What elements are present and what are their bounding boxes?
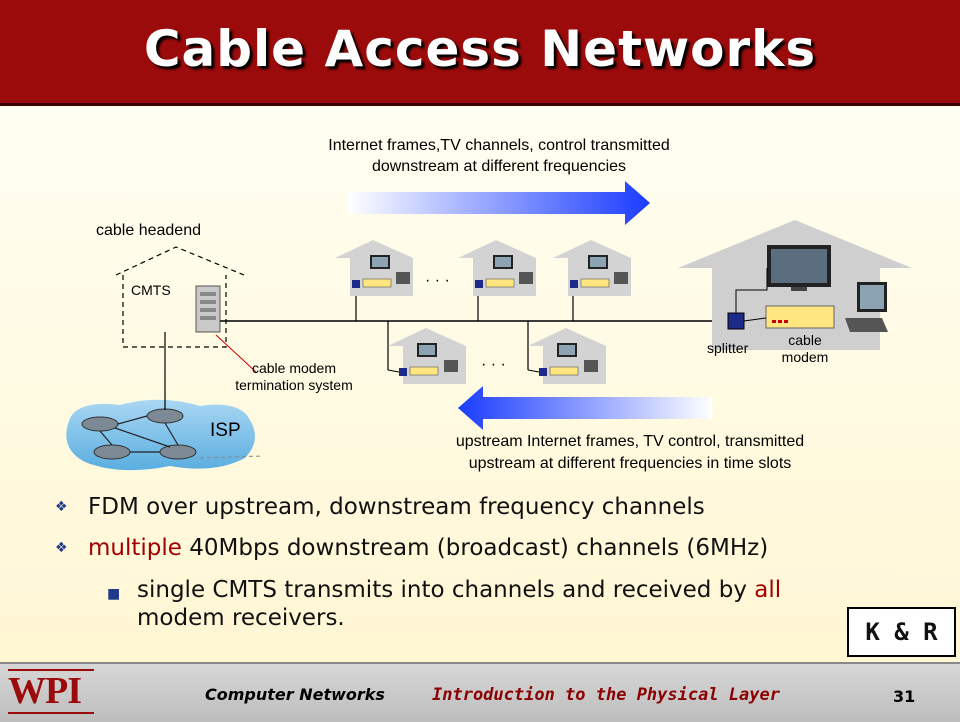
cmts-desc-1: cable modem xyxy=(251,360,337,376)
cmts-device xyxy=(195,285,221,333)
house-bottom-1 xyxy=(388,328,466,384)
bullet-1: ❖ FDM over upstream, downstream frequenc… xyxy=(55,494,705,520)
title-bar xyxy=(0,0,960,106)
house-bottom-2 xyxy=(528,328,606,384)
upstream-label-1: upstream Internet frames, TV control, tr… xyxy=(455,433,805,450)
footer-topic: Introduction to the Physical Layer xyxy=(432,685,780,705)
upstream-label-2: upstream at different frequencies in tim… xyxy=(468,455,792,472)
sub-bullet-1: ■ single CMTS transmits into channels an… xyxy=(107,577,782,631)
slide-title: Cable Access Networks xyxy=(143,20,817,78)
splitter-label: splitter xyxy=(707,340,749,356)
house-top-1 xyxy=(335,240,413,296)
footer-course: Computer Networks xyxy=(205,685,385,704)
bullet-2: ❖ multiple 40Mbps downstream (broadcast)… xyxy=(55,535,769,561)
diamond-bullet-icon: ❖ xyxy=(55,540,68,556)
house-top-3 xyxy=(553,240,631,296)
isp-label: ISP xyxy=(210,420,241,441)
ellipsis-top: · · · xyxy=(425,272,450,289)
cable-modem-label-2: modem xyxy=(781,349,829,365)
isp-dash xyxy=(199,455,263,459)
ellipsis-bottom: · · · xyxy=(481,356,506,373)
logo-rule-top xyxy=(8,669,94,671)
square-bullet-icon: ■ xyxy=(107,586,121,602)
cmts-label: CMTS xyxy=(131,282,171,298)
footer xyxy=(0,662,960,722)
cable-headend-house xyxy=(115,246,245,348)
page-number: 31 xyxy=(893,687,916,706)
logo-rule-bottom xyxy=(8,712,94,714)
upstream-arrow xyxy=(458,386,712,430)
cable-headend-label: cable headend xyxy=(96,222,201,239)
isp-cloud xyxy=(66,399,255,471)
big-house xyxy=(678,220,912,350)
downstream-label-2: downstream at different frequencies xyxy=(371,158,627,175)
kr-badge: K & R xyxy=(847,607,956,657)
downstream-arrow xyxy=(348,181,650,225)
wpi-logo: WPI xyxy=(8,670,82,712)
diamond-bullet-icon: ❖ xyxy=(55,499,68,515)
cmts-desc-2: termination system xyxy=(235,377,353,393)
house-top-2 xyxy=(458,240,536,296)
cmts-pointer xyxy=(215,334,257,373)
downstream-label-1: Internet frames,TV channels, control tra… xyxy=(328,137,670,154)
cable-modem-label-1: cable xyxy=(788,332,822,348)
splitter xyxy=(727,268,768,330)
